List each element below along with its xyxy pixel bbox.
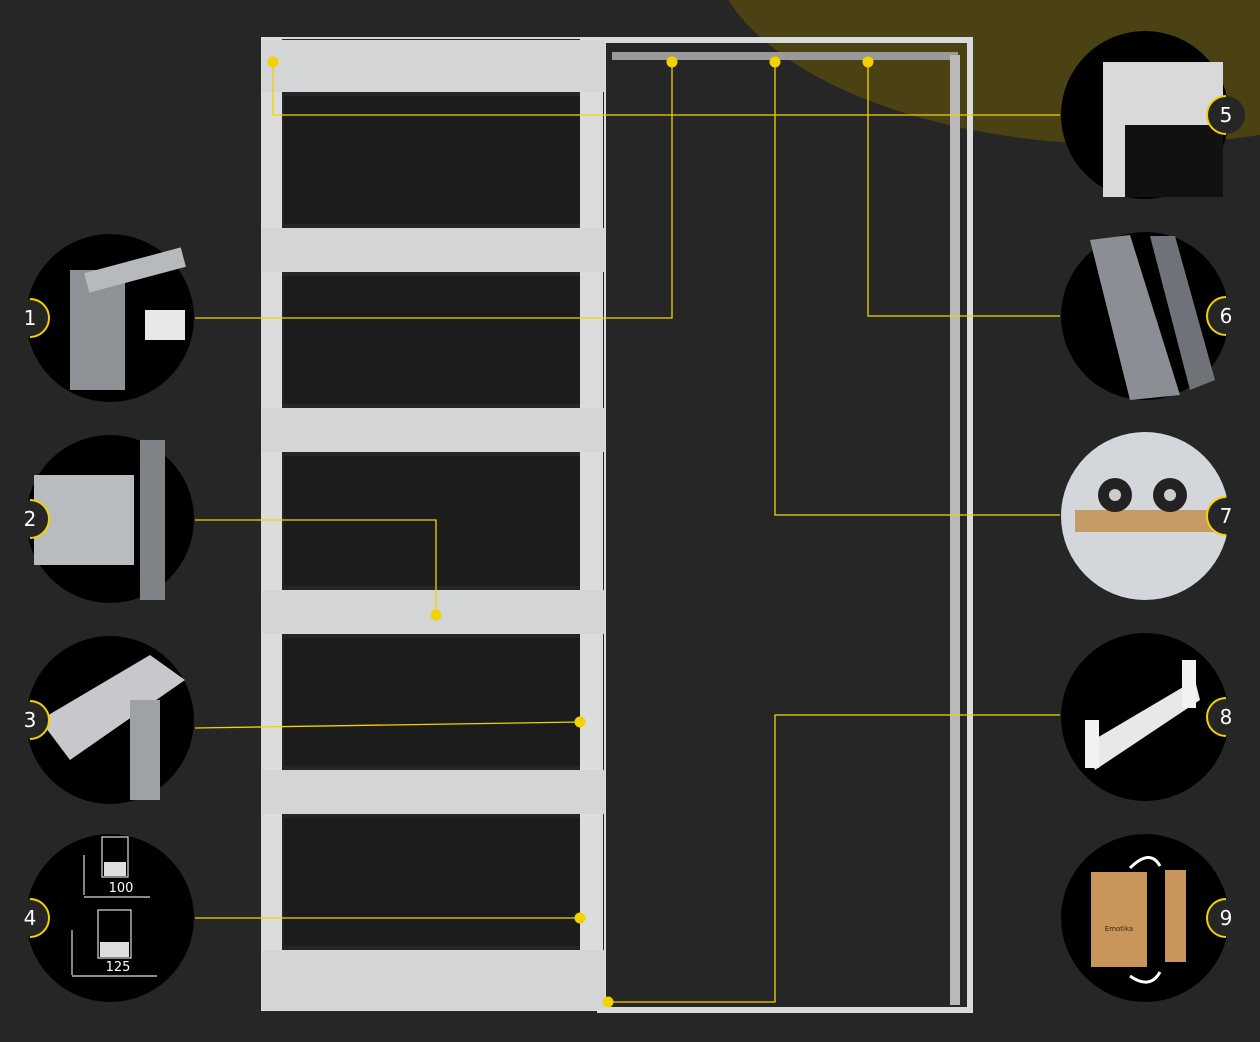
svg-text:8: 8 [1220,705,1233,729]
svg-text:5: 5 [1220,103,1233,127]
detail-circle-2[interactable] [26,435,194,603]
detail-circle-1[interactable] [26,234,194,402]
box-label: Emotika [1105,925,1133,933]
badge-9: 9 [1206,898,1245,938]
badge-3: 3 [11,700,50,740]
leader-lines [194,62,1060,1003]
detail-circle-8[interactable] [1061,633,1229,801]
badge-4: 4 [11,898,50,938]
detail-circle-4[interactable]: 100 125 [26,834,194,1002]
svg-text:4: 4 [24,906,37,930]
svg-text:9: 9 [1220,906,1233,930]
callout-dots [267,56,874,1008]
badge-1: 1 [11,298,50,338]
detail-circle-6[interactable] [1061,232,1229,400]
svg-text:1: 1 [24,306,37,330]
svg-text:7: 7 [1220,504,1233,528]
dimension-100: 100 [109,881,134,896]
detail-circle-9[interactable]: Emotika [1061,834,1229,1002]
detail-circle-5[interactable] [1061,31,1229,199]
badge-7: 7 [1206,496,1245,536]
pocket-frame [261,37,973,1013]
dimension-125: 125 [106,960,131,975]
badge-2: 2 [11,499,50,539]
detail-circle-7[interactable] [1061,432,1229,600]
badge-6: 6 [1206,296,1245,336]
svg-text:6: 6 [1220,304,1233,328]
detail-circle-3[interactable] [26,636,194,804]
callout-badges: 1 2 3 4 5 6 7 8 9 [11,95,1245,938]
svg-text:2: 2 [24,507,37,531]
badge-5: 5 [1206,95,1245,135]
badge-8: 8 [1206,697,1245,737]
svg-text:3: 3 [24,708,37,732]
